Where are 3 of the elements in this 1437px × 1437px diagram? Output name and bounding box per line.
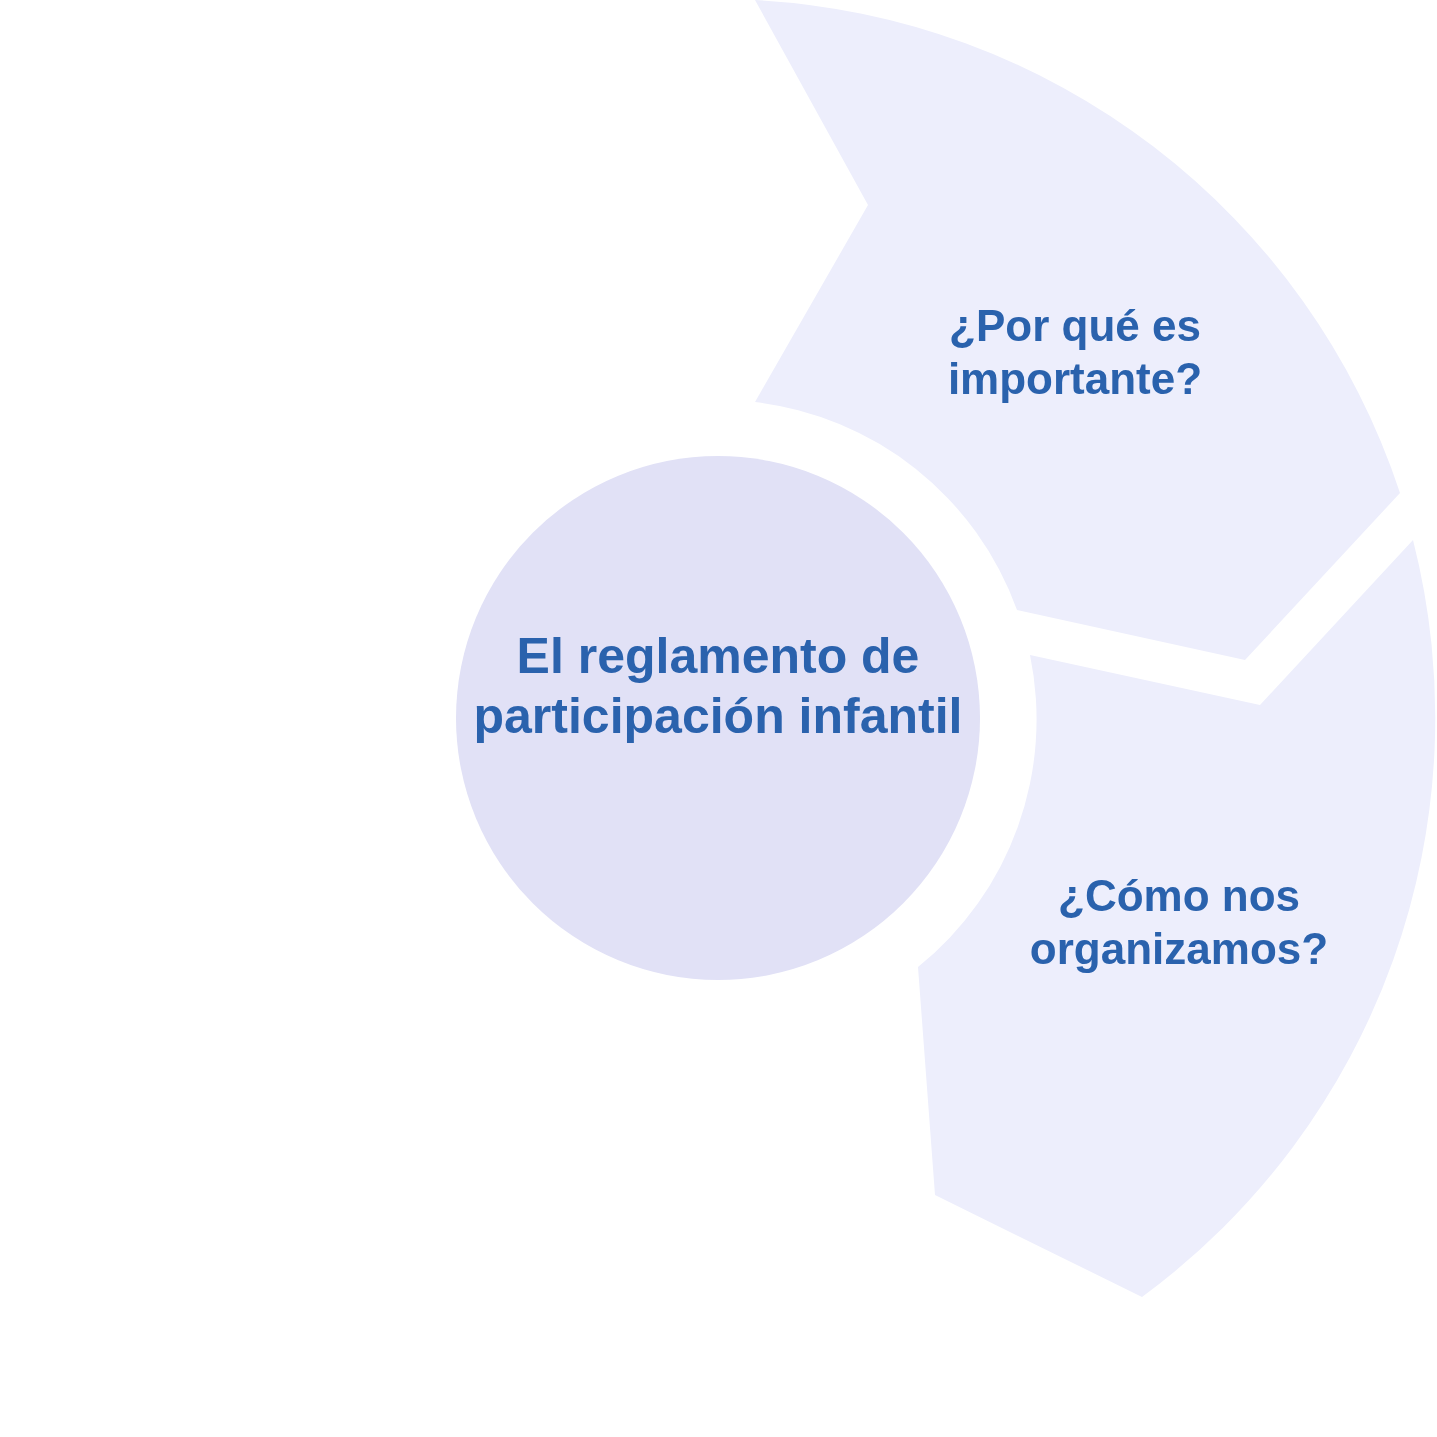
node-label: ¿Cómo nos organizamos? — [1028, 870, 1330, 975]
node-label: El reglamento de participación infantil — [472, 627, 964, 746]
node-label: ¿Por qué es importante? — [946, 300, 1204, 405]
